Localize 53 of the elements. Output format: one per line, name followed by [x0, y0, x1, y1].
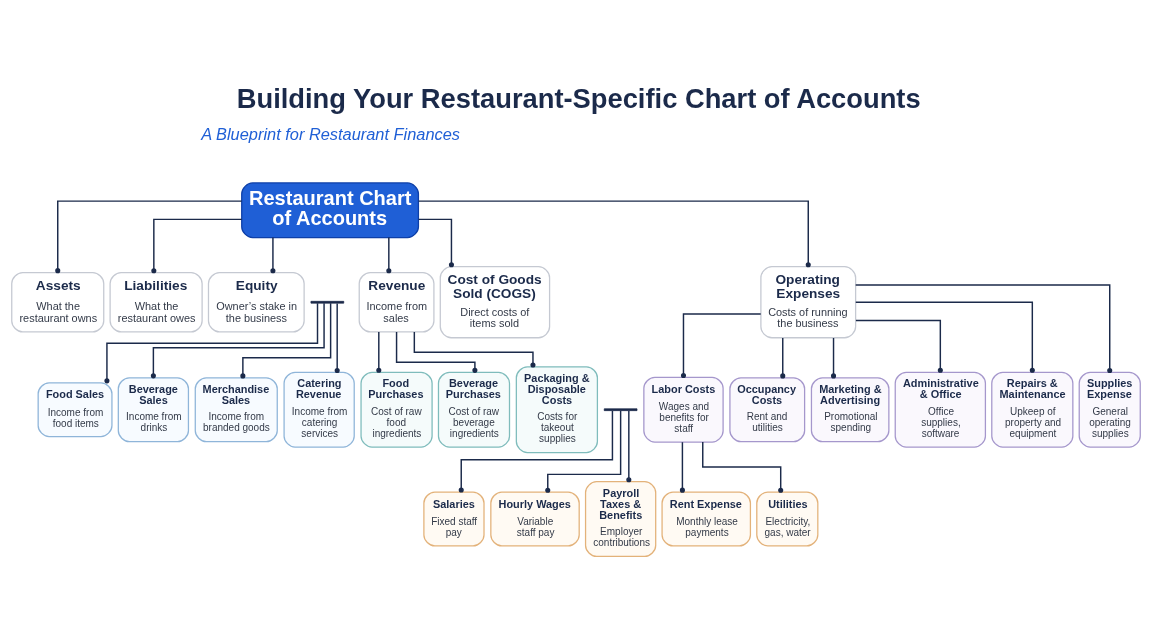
node-box: Food Sales Income from food items: [37, 382, 113, 438]
node-box: Utilities Electricity, gas, water: [756, 491, 819, 547]
node-box: Assets What the restaurant owns: [11, 272, 105, 333]
node-box: Merchandise Sales Income from branded goods: [194, 377, 278, 443]
node-box: Revenue Income from sales: [358, 272, 435, 333]
connector: [104, 302, 319, 384]
connector: [150, 302, 325, 379]
node-box: Beverage Sales Income from drinks: [117, 377, 190, 443]
node-bar: [603, 408, 638, 411]
node-box: Salaries Fixed staff pay: [423, 491, 485, 547]
node-box: Labor Costs Wages and benefits for staff: [643, 376, 724, 443]
node-box: Catering Revenue Income from catering services: [283, 371, 355, 448]
connector: [417, 200, 811, 268]
label: A Blueprint for Restaurant Finances: [201, 125, 460, 144]
connector: [395, 331, 478, 373]
node-bar: [310, 300, 345, 304]
connector: [55, 200, 243, 274]
connector: [545, 409, 622, 493]
node-box: Rent Expense Monthly lease payments: [661, 491, 752, 547]
connector: [386, 236, 392, 274]
node-box: Restaurant Chart of Accounts: [241, 182, 420, 239]
node-box: Payroll Taxes & Benefits Employer contributions: [584, 481, 657, 557]
connector: [151, 218, 243, 274]
connector: [831, 337, 837, 379]
diagram-title: Building Your Restaurant-Specific Chart of Accounts: [236, 83, 921, 115]
node-box: Equity Owner’s stake in the business: [207, 272, 305, 333]
connector: [334, 302, 340, 374]
connector: [270, 236, 276, 274]
node-box: Supplies Expense General operating supplies: [1078, 371, 1141, 448]
connector: [376, 331, 382, 373]
node-box: Marketing & Advertising Promotional spending: [810, 377, 890, 443]
connector: [780, 337, 786, 379]
connector: [855, 319, 943, 373]
connector: [240, 302, 332, 379]
connector: [680, 313, 762, 379]
node-box: Cost of Goods Sold (COGS) Direct costs of items sold: [439, 266, 551, 339]
node-box: Hourly Wages Variable staff pay: [490, 491, 580, 547]
connector: [626, 410, 632, 483]
node-box: Operating Expenses Costs of running the business: [760, 266, 857, 339]
node-box: Occupancy Costs Rent and utilities: [729, 377, 806, 443]
node-box: Beverage Purchases Cost of raw beverage ingredients: [437, 371, 511, 448]
node-box: Repairs & Maintenance Upkeep of property and equipment: [991, 371, 1074, 448]
node-box: Packaging & Disposable Costs Costs for takeout supplies: [515, 366, 599, 454]
node-box: Food Purchases Cost of raw food ingredients: [360, 371, 433, 448]
node-box: Liabilities What the restaurant owes: [109, 272, 203, 333]
connector: [702, 441, 784, 493]
connector: [413, 331, 536, 368]
connector: [854, 284, 1113, 373]
connector: [855, 301, 1035, 373]
connector: [417, 218, 454, 268]
connector: [458, 410, 614, 493]
node-box: Administrative & Office Office supplies, software: [894, 371, 987, 448]
connector: [679, 441, 685, 493]
